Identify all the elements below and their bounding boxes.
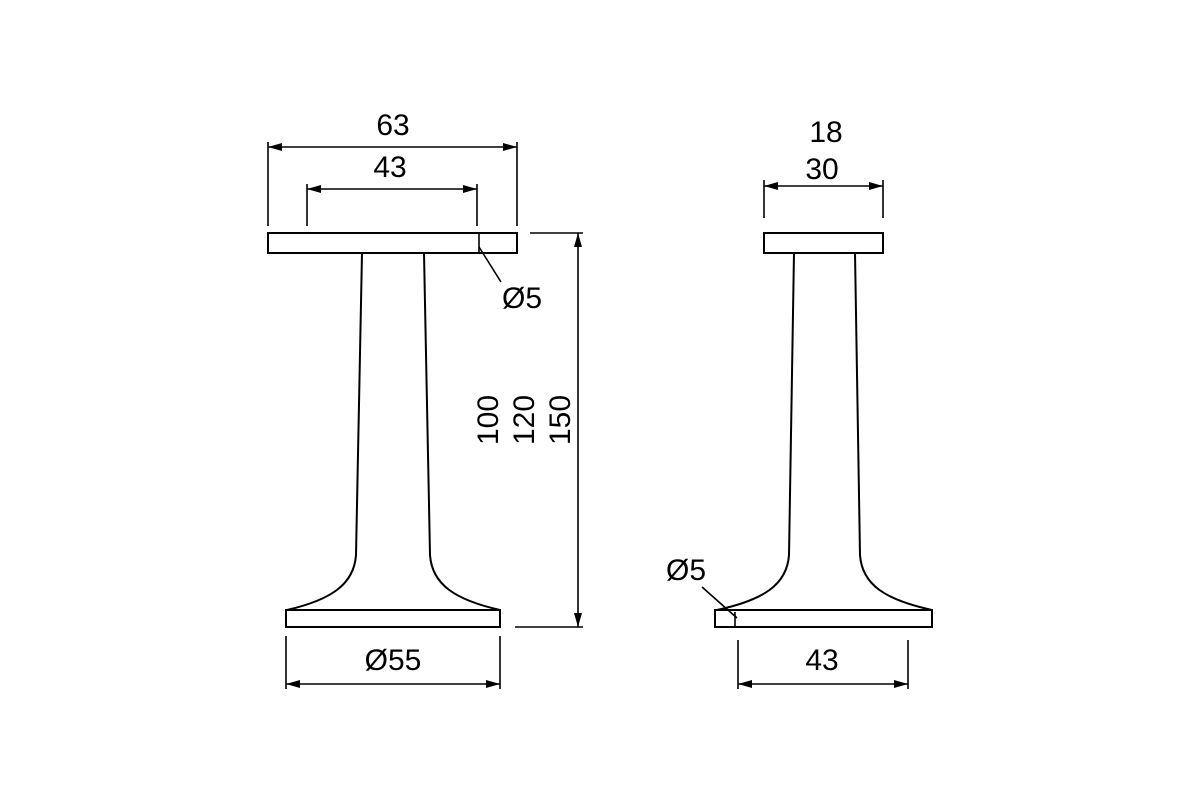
side-view: 18 30 Ø5 43	[666, 116, 933, 689]
dim-side-43-label: 43	[805, 644, 838, 677]
front-stem-right-edge	[423, 252, 501, 611]
dim-hole-top-leader	[478, 246, 502, 283]
side-stem-left-edge	[716, 252, 795, 611]
side-base-plate	[714, 609, 933, 628]
dim-height-120-label: 120	[508, 395, 541, 445]
side-stem-right-edge	[854, 252, 933, 611]
dim-55-label: Ø55	[365, 644, 422, 677]
front-stem-left-edge	[286, 252, 363, 611]
dim-hole-base-label: Ø5	[666, 554, 706, 587]
dim-height-150-label: 150	[544, 395, 577, 445]
front-base-plate	[285, 609, 501, 628]
dim-hole-base-leader	[701, 586, 738, 619]
dim-18-label: 18	[809, 116, 842, 149]
dim-43-label: 43	[373, 151, 406, 184]
dim-30-label: 30	[805, 153, 838, 186]
front-view: 63 43 Ø5 100 120 150 Ø55	[267, 109, 583, 689]
dim-height-100-label: 100	[472, 395, 505, 445]
dim-hole-top-label: Ø5	[502, 282, 542, 315]
front-top-plate	[267, 232, 518, 254]
side-top-plate	[763, 232, 884, 254]
dim-63-label: 63	[376, 109, 409, 142]
